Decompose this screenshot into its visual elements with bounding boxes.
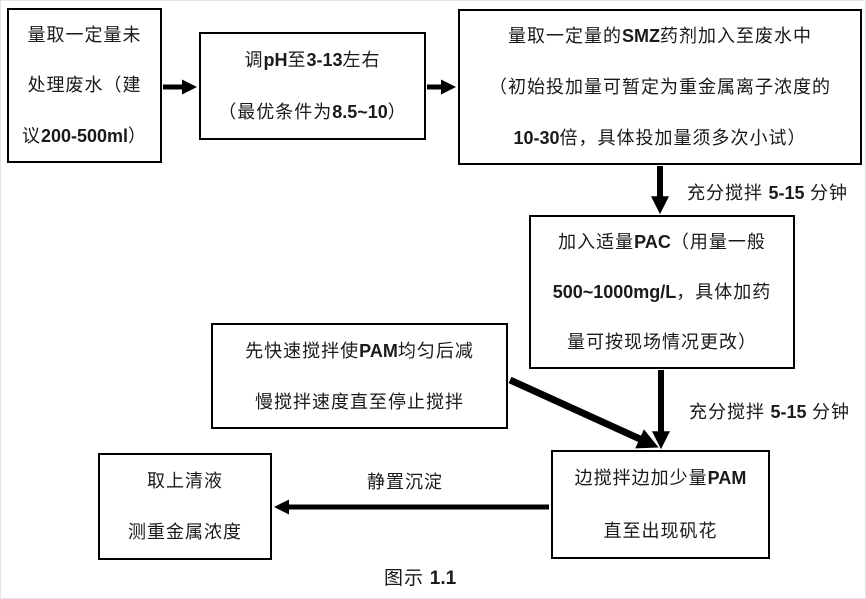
flow-step-line: 议 200-500ml） [21, 125, 148, 146]
flow-step-line: 量取一定量未 [27, 25, 142, 46]
flow-step-line: 慢搅拌速度直至停止搅拌 [255, 391, 464, 412]
flow-step-line: 边搅拌边加少量 PAM [574, 468, 747, 489]
flow-step-add-smz: 量取一定量的 SMZ 药剂加入至废水中 （初始投加量可暂定为重金属离子浓度的 1… [458, 9, 862, 165]
flow-step-line: （最优条件为 8.5~10） [218, 102, 407, 122]
flow-step-line: 测重金属浓度 [128, 522, 242, 543]
flow-step-line: 量可按现场情况更改） [567, 332, 757, 352]
flow-step-adjust-ph: 调 pH 至 3-13 左右 （最优条件为 8.5~10） [199, 32, 426, 140]
flow-step-line: 加入适量 PAC（用量一般 [558, 232, 766, 252]
flow-step-line: （初始投加量可暂定为重金属离子浓度的 [489, 77, 831, 97]
flow-step-add-pac: 加入适量 PAC（用量一般 500~1000mg/L，具体加药 量可按现场情况更… [529, 215, 795, 369]
flow-step-line: 处理废水（建 [27, 75, 142, 96]
flow-step-pam-stir: 先快速搅拌使 PAM 均匀后减 慢搅拌速度直至停止搅拌 [211, 323, 508, 429]
flow-step-line: 直至出现矾花 [603, 520, 718, 541]
flow-step-add-pam: 边搅拌边加少量 PAM 直至出现矾花 [551, 450, 770, 559]
flow-step-line: 量取一定量的 SMZ 药剂加入至废水中 [508, 26, 812, 47]
figure-caption: 图示 1.1 [384, 568, 457, 589]
arrow-label-stir-1: 充分搅拌 5-15 分钟 [687, 183, 849, 203]
flow-step-line: 取上清液 [147, 470, 223, 491]
flow-step-line: 10-30 倍，具体投加量须多次小试） [513, 127, 807, 148]
flow-step-line: 先快速搅拌使 PAM 均匀后减 [245, 340, 474, 361]
arrow-label-settle: 静置沉淀 [367, 472, 443, 492]
flow-step-measure-wastewater: 量取一定量未 处理废水（建 议 200-500ml） [7, 8, 162, 163]
flow-step-line: 调 pH 至 3-13 左右 [244, 50, 381, 70]
arrow-stir-to-pam [508, 376, 659, 449]
arrow-label-stir-2: 充分搅拌 5-15 分钟 [689, 402, 851, 422]
flow-step-take-supernatant: 取上清液 测重金属浓度 [98, 453, 272, 560]
flow-step-line: 500~1000mg/L，具体加药 [552, 282, 772, 302]
